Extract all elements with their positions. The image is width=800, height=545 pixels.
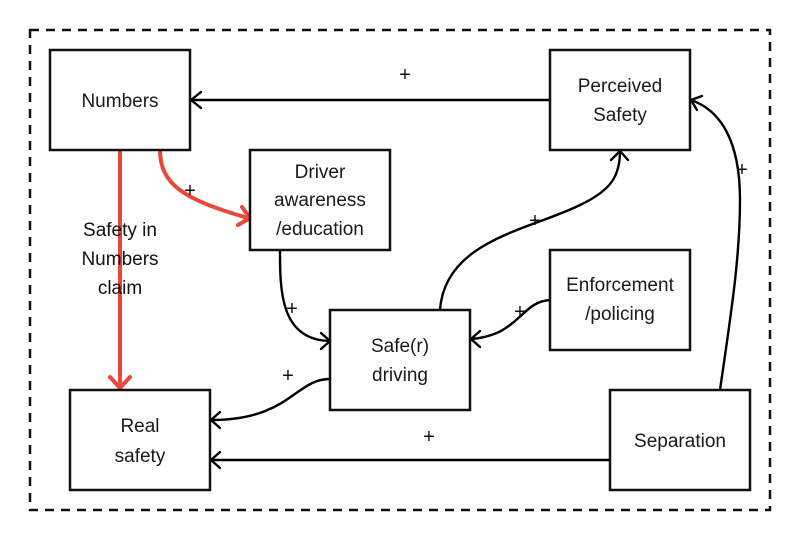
- polarity-label: +: [399, 64, 411, 86]
- node-label: awareness: [274, 190, 366, 211]
- node-label: Numbers: [81, 91, 158, 112]
- annotation-line: Safety in: [83, 220, 157, 241]
- edge-driver-awareness-to-safer-driving: +: [278, 249, 332, 351]
- node-label: safety: [115, 446, 166, 467]
- edge-safer-driving-to-real-safety: +: [209, 365, 331, 430]
- node-label: Real: [120, 416, 159, 437]
- node-driver-awareness: Driver awareness /education: [248, 148, 392, 252]
- system-boundary: [28, 28, 772, 512]
- node-label: /education: [276, 219, 364, 240]
- node-perceived-safety: Perceived Safety: [548, 48, 692, 152]
- edge-separation-to-perceived-safety: +: [689, 94, 748, 391]
- polarity-label: +: [423, 426, 435, 448]
- node-label: /policing: [585, 304, 655, 325]
- polarity-label: +: [286, 298, 298, 320]
- safety-in-numbers-annotation: Safety in Numbers claim: [81, 220, 158, 299]
- polarity-label: +: [282, 365, 294, 387]
- edge-separation-to-real-safety: +: [209, 426, 610, 470]
- annotation-line: claim: [98, 278, 142, 299]
- polarity-label: +: [514, 301, 526, 323]
- node-label: Driver: [295, 162, 346, 183]
- arrowhead-icon: [108, 375, 132, 390]
- edge-perceived-safety-to-numbers: +: [189, 64, 550, 110]
- edge-enforcement-to-safer-driving: +: [469, 298, 551, 349]
- node-enforcement: Enforcement /policing: [548, 248, 692, 352]
- edge-numbers-to-driver-awareness: +: [158, 149, 252, 227]
- node-label: Perceived: [578, 76, 663, 97]
- polarity-label: +: [529, 210, 541, 232]
- node-label: Safe(r): [371, 336, 429, 357]
- node-label: Enforcement: [566, 275, 674, 296]
- polarity-label: +: [736, 159, 748, 181]
- node-separation: Separation: [608, 388, 752, 492]
- node-label: Separation: [634, 431, 726, 452]
- node-numbers: Numbers: [48, 48, 192, 152]
- polarity-label: +: [184, 180, 196, 202]
- node-label: Safety: [593, 105, 647, 126]
- node-label: driving: [372, 365, 428, 386]
- annotation-line: Numbers: [81, 249, 158, 270]
- node-real-safety: Real safety: [68, 388, 212, 492]
- edge-numbers-to-real-safety: [108, 150, 132, 390]
- node-safer-driving: Safe(r) driving: [328, 308, 472, 412]
